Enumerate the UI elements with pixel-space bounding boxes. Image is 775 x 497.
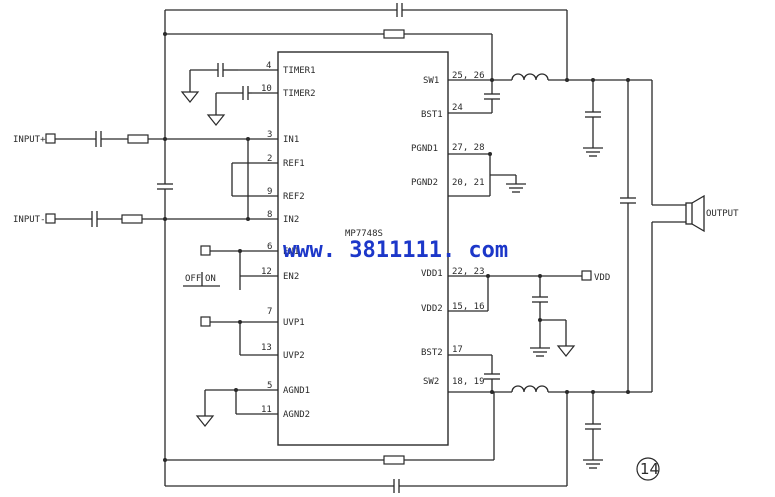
- pin-name-vdd1: VDD1: [421, 269, 443, 279]
- pin-name-en1: EN1: [283, 247, 299, 257]
- on-label: ON: [205, 274, 216, 284]
- pin-name-en2: EN2: [283, 272, 299, 282]
- pin-name-bst1: BST1: [421, 110, 443, 120]
- pin-name-uvp2: UVP2: [283, 351, 305, 361]
- sw1-inductor: [511, 73, 549, 81]
- pin-num-sw1: 25, 26: [452, 71, 485, 81]
- vdd-decoupling-capacitor: [532, 276, 567, 348]
- ground-icon: [180, 91, 200, 103]
- pin-name-agnd1: AGND1: [283, 386, 310, 396]
- pin-num-en1: 6: [267, 242, 272, 252]
- ground-icon: [583, 147, 603, 157]
- bst1-capacitor: [484, 80, 500, 113]
- pin-num-vdd1: 22, 23: [452, 267, 485, 277]
- timer2-capacitor: [215, 86, 252, 115]
- bst2-capacitor: [484, 355, 500, 392]
- pin-name-vdd2: VDD2: [421, 304, 443, 314]
- pin-name-uvp1: UVP1: [283, 318, 305, 328]
- pin-name-pgnd1: PGND1: [411, 144, 438, 154]
- pin-name-pgnd2: PGND2: [411, 178, 438, 188]
- figure-number-circle: [636, 457, 660, 481]
- input-plus-resistor: [127, 134, 149, 144]
- pin-name-timer1: TIMER1: [283, 66, 316, 76]
- bottom-feedback-capacitor: [165, 392, 568, 493]
- input-minus-capacitor: [91, 211, 98, 227]
- pin-num-pgnd2: 20, 21: [452, 178, 485, 188]
- pin-name-in1: IN1: [283, 135, 299, 145]
- ic-body: [277, 51, 449, 446]
- bottom-feedback-resistor: [383, 455, 405, 465]
- pin-num-ref1: 2: [267, 154, 272, 164]
- pin-num-ref2: 9: [267, 187, 272, 197]
- pin-name-in2: IN2: [283, 215, 299, 225]
- pin-num-bst2: 17: [452, 345, 463, 355]
- pin-name-ref1: REF1: [283, 159, 305, 169]
- pin-num-en2: 12: [261, 267, 272, 277]
- pin-num-uvp2: 13: [261, 343, 272, 353]
- watermark: www. 3811111. com: [283, 238, 508, 263]
- enable-terminal: [200, 245, 211, 256]
- pin-num-agnd1: 5: [267, 381, 272, 391]
- left-pin-stubs: [165, 69, 278, 415]
- sw2-inductor: [511, 385, 549, 393]
- pin-num-uvp1: 7: [267, 307, 272, 317]
- pin-num-in2: 8: [267, 210, 272, 220]
- input-plus-label: INPUT+: [13, 135, 46, 145]
- timer1-capacitor: [189, 63, 238, 92]
- pin-num-pgnd1: 27, 28: [452, 143, 485, 153]
- speaker-icon: [685, 194, 705, 233]
- top-feedback-resistor: [383, 29, 405, 39]
- pin-num-bst1: 24: [452, 103, 463, 113]
- ground-icon: [583, 459, 603, 469]
- input-minus-terminal: [45, 213, 56, 224]
- pin-name-sw2: SW2: [423, 377, 439, 387]
- pin-name-timer2: TIMER2: [283, 89, 316, 99]
- output2-capacitor: [585, 392, 601, 460]
- left-feedback-rail: [157, 10, 173, 486]
- off-label: OFF: [185, 274, 201, 284]
- ground-icon: [195, 415, 215, 427]
- pin-name-bst2: BST2: [421, 348, 443, 358]
- ground-icon: [530, 347, 550, 357]
- pin-num-timer2: 10: [261, 84, 272, 94]
- pin-num-vdd2: 15, 16: [452, 302, 485, 312]
- input-minus-label: INPUT-: [13, 215, 46, 225]
- vdd-terminal: [581, 270, 592, 281]
- ground-icon: [506, 183, 526, 193]
- input-minus-resistor: [121, 214, 143, 224]
- pin-num-timer1: 4: [266, 61, 271, 71]
- pin-num-agnd2: 11: [261, 405, 272, 415]
- pin-name-ref2: REF2: [283, 192, 305, 202]
- output-bridge: [620, 79, 686, 393]
- ground-icon: [206, 114, 226, 126]
- pin-num-sw2: 18, 19: [452, 377, 485, 387]
- input-plus-terminal: [45, 133, 56, 144]
- ground-icon: [556, 345, 576, 357]
- output1-capacitor: [585, 80, 601, 148]
- ic-part-label: MP7748S: [345, 229, 383, 239]
- top-feedback-capacitor: [165, 3, 568, 80]
- input-plus-capacitor: [95, 131, 102, 147]
- figure-number: 14: [640, 460, 659, 478]
- right-pin-stubs: [448, 79, 540, 393]
- output-label: OUTPUT: [706, 209, 739, 219]
- vdd-label: VDD: [594, 273, 610, 283]
- pin-num-in1: 3: [267, 130, 272, 140]
- pin-name-sw1: SW1: [423, 76, 439, 86]
- uvp-terminal: [200, 316, 211, 327]
- pin-name-agnd2: AGND2: [283, 410, 310, 420]
